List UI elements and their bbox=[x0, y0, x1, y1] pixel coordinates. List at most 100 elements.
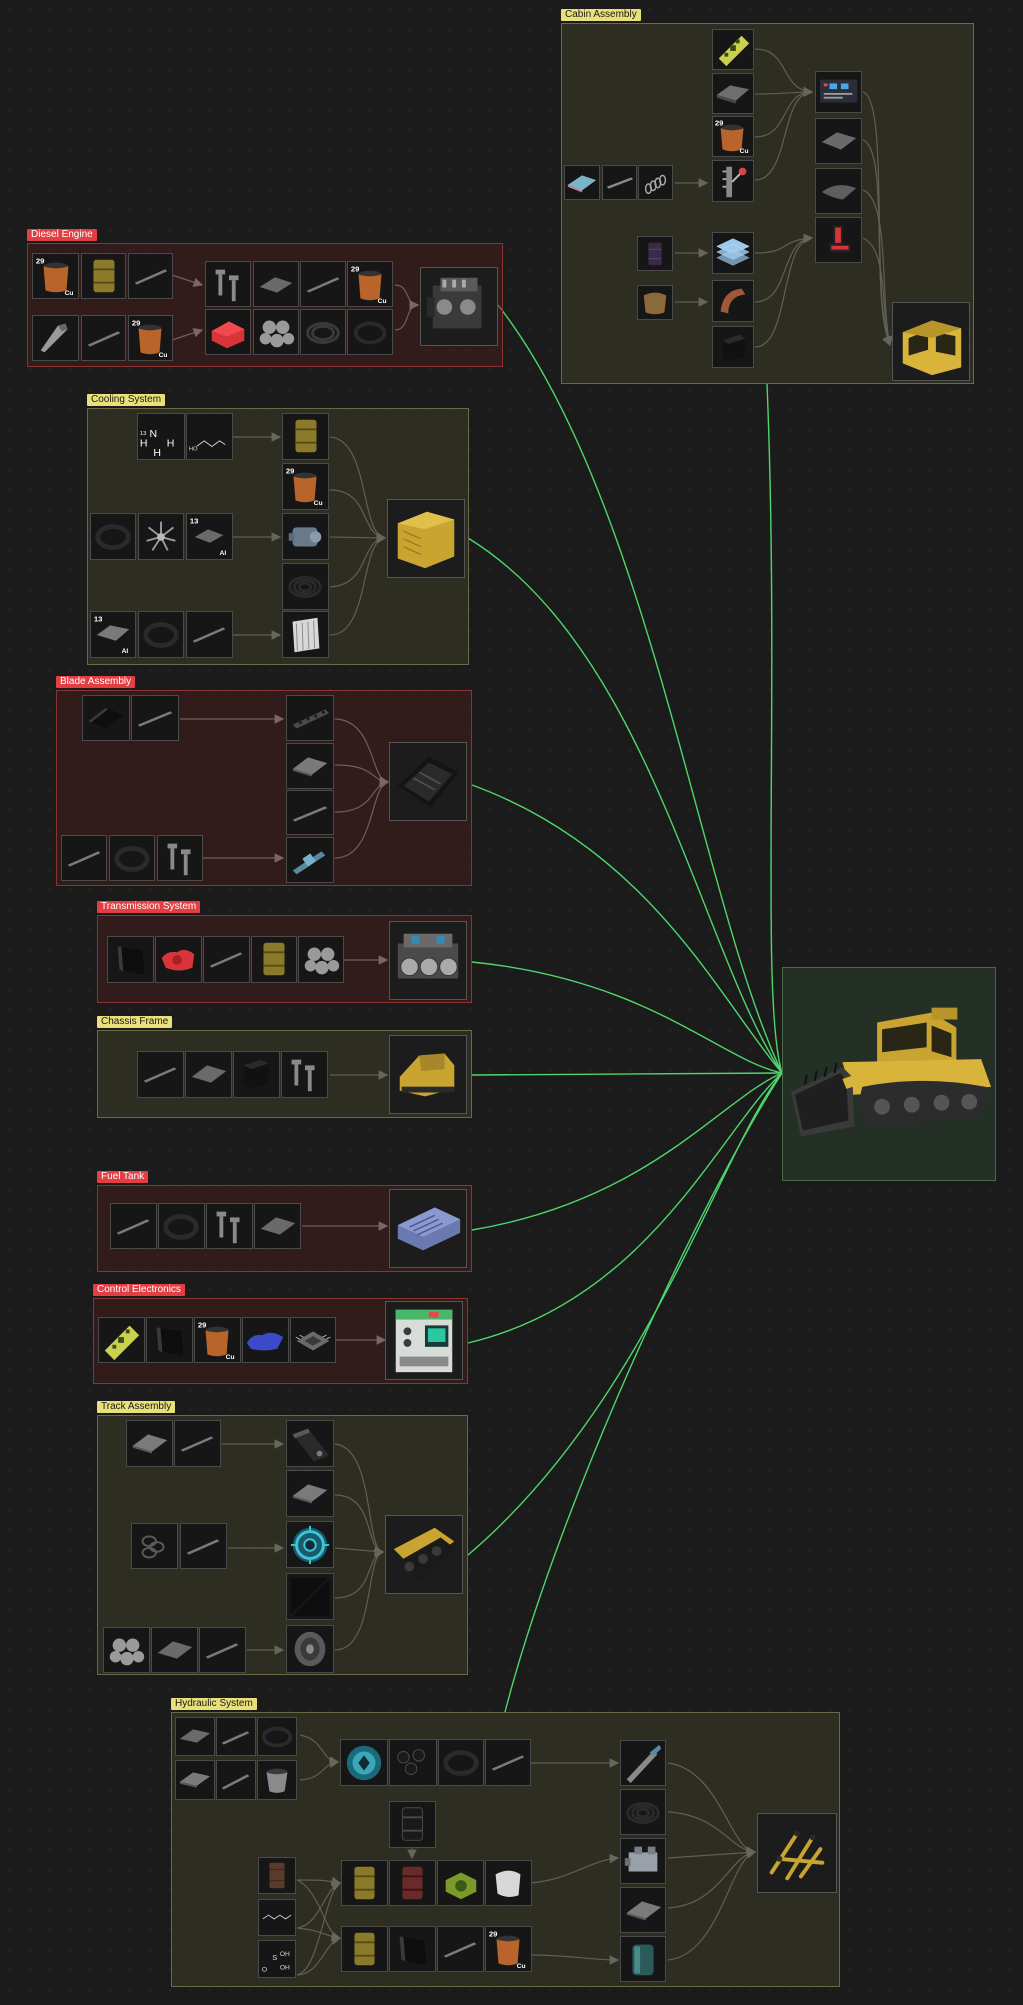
bulldozer-final-product[interactable] bbox=[782, 967, 996, 1181]
track-link-tile[interactable] bbox=[286, 1420, 334, 1467]
steel-rod-tile[interactable] bbox=[61, 835, 107, 881]
blade-product[interactable] bbox=[389, 742, 467, 821]
perforated-bar-tile[interactable] bbox=[286, 695, 334, 741]
steel-rod-tile[interactable] bbox=[131, 695, 179, 741]
teal-tank-tile[interactable] bbox=[620, 1936, 666, 1982]
steel-rod-tile[interactable] bbox=[203, 936, 250, 983]
steel-rod-tile[interactable] bbox=[437, 1926, 484, 1972]
curved-plate-tile[interactable] bbox=[815, 168, 862, 214]
chassis-frame-product[interactable] bbox=[389, 1035, 467, 1114]
steel-plate-tile[interactable] bbox=[185, 1051, 232, 1098]
panel-sheet-tile[interactable] bbox=[815, 118, 862, 164]
steel-rod-tile[interactable] bbox=[300, 261, 346, 307]
fuel-tank-product[interactable] bbox=[389, 1189, 467, 1268]
hydraulic-system-product[interactable] bbox=[757, 1813, 837, 1893]
steel-beam-tile[interactable] bbox=[233, 1051, 280, 1098]
black-plate-tile[interactable] bbox=[389, 1926, 436, 1972]
diesel-engine-product[interactable] bbox=[420, 267, 498, 346]
steel-rod-tile[interactable] bbox=[186, 611, 233, 658]
steel-rod-tile[interactable] bbox=[216, 1717, 256, 1756]
rubber-hose-tile[interactable] bbox=[300, 309, 346, 355]
steel-rod-tile[interactable] bbox=[286, 790, 334, 835]
barrel-tile[interactable] bbox=[251, 936, 297, 983]
spring-tile[interactable] bbox=[638, 165, 673, 200]
steel-beam-tile[interactable] bbox=[712, 326, 754, 368]
black-plate-tile[interactable] bbox=[107, 936, 154, 983]
fan-blades-tile[interactable] bbox=[138, 513, 184, 560]
pistons-tile[interactable] bbox=[103, 1627, 150, 1673]
red-barrel-tile[interactable] bbox=[389, 1860, 436, 1906]
tray-plate-tile[interactable] bbox=[175, 1760, 215, 1800]
rubber-ring-tile[interactable] bbox=[257, 1717, 297, 1756]
hose-coil-tile[interactable] bbox=[282, 563, 329, 610]
black-plate-tile[interactable] bbox=[82, 695, 130, 741]
radiator-core-tile[interactable] bbox=[282, 611, 329, 658]
rubber-ring-tile[interactable] bbox=[109, 835, 155, 881]
coolant-barrel-tile[interactable] bbox=[282, 413, 329, 460]
bolts-tile[interactable] bbox=[157, 835, 203, 881]
black-plate-tile[interactable] bbox=[146, 1317, 193, 1363]
lever-tile[interactable] bbox=[712, 160, 754, 202]
pistons-tile[interactable] bbox=[253, 309, 299, 355]
leather-tile[interactable] bbox=[637, 285, 673, 320]
microchip-tile[interactable] bbox=[290, 1317, 336, 1363]
tray-plate-tile[interactable] bbox=[620, 1887, 666, 1933]
barrel-tile[interactable] bbox=[341, 1926, 388, 1972]
foil-sheet-tile[interactable] bbox=[564, 165, 600, 200]
steel-plate-tile[interactable] bbox=[175, 1717, 215, 1756]
chain-formula-tile[interactable] bbox=[258, 1899, 296, 1936]
seal-ring-tile[interactable] bbox=[340, 1739, 388, 1786]
seat-tile[interactable] bbox=[815, 217, 862, 263]
hydraulic-cylinder-tile[interactable] bbox=[286, 837, 334, 883]
control-electronics-product[interactable] bbox=[385, 1301, 463, 1380]
cabin-product[interactable] bbox=[892, 302, 970, 381]
rubber-ring-tile[interactable] bbox=[158, 1203, 205, 1249]
steel-plate-tile[interactable] bbox=[712, 73, 754, 114]
steel-rod-tile[interactable] bbox=[602, 165, 637, 200]
gasket-tile[interactable] bbox=[347, 309, 393, 355]
steel-rod-tile[interactable] bbox=[137, 1051, 184, 1098]
pipes-tile[interactable] bbox=[389, 1739, 437, 1786]
steel-rod-tile[interactable] bbox=[485, 1739, 531, 1786]
barrel-tile[interactable] bbox=[341, 1860, 388, 1906]
tray-plate-tile[interactable] bbox=[286, 1470, 334, 1517]
acid-formula-tile[interactable]: S O OH OH bbox=[258, 1940, 296, 1978]
circuit-board-tile[interactable] bbox=[712, 29, 754, 70]
cooling-radiator-product[interactable] bbox=[387, 499, 465, 578]
dashboard-tile[interactable] bbox=[815, 71, 862, 113]
white-cloth-tile[interactable] bbox=[485, 1860, 532, 1906]
bolts-tile[interactable] bbox=[206, 1203, 253, 1249]
steel-rod-tile[interactable] bbox=[180, 1523, 227, 1569]
barrel-tile[interactable] bbox=[81, 253, 126, 299]
rubber-ring-tile[interactable] bbox=[90, 513, 136, 560]
rubber-ring-tile[interactable] bbox=[138, 611, 184, 658]
glass-layers-tile[interactable] bbox=[712, 232, 754, 274]
pump-motor-tile[interactable] bbox=[282, 513, 329, 560]
steel-rod-tile[interactable] bbox=[199, 1627, 246, 1673]
piston-rod-tile[interactable] bbox=[620, 1740, 666, 1786]
steel-plate-tile[interactable] bbox=[253, 261, 299, 307]
drill-bit-tile[interactable] bbox=[32, 315, 79, 361]
steel-rod-tile[interactable] bbox=[128, 253, 173, 299]
bolts-tile[interactable] bbox=[281, 1051, 328, 1098]
purple-barrel-tile[interactable] bbox=[637, 236, 673, 271]
hose-coil-tile[interactable] bbox=[620, 1789, 666, 1835]
valve-block-tile[interactable] bbox=[620, 1838, 666, 1884]
steel-rod-tile[interactable] bbox=[174, 1420, 221, 1467]
black-barrel-tile[interactable] bbox=[389, 1801, 436, 1848]
rubber-ring-tile[interactable] bbox=[438, 1739, 484, 1786]
red-casing-tile[interactable] bbox=[155, 936, 202, 983]
black-sheet-tile[interactable] bbox=[286, 1573, 334, 1620]
chain-tile[interactable] bbox=[131, 1523, 178, 1569]
circuit-board-tile[interactable] bbox=[98, 1317, 145, 1363]
pistons-tile[interactable] bbox=[298, 936, 344, 983]
steel-rod-tile[interactable] bbox=[110, 1203, 157, 1249]
green-filter-tile[interactable] bbox=[437, 1860, 484, 1906]
